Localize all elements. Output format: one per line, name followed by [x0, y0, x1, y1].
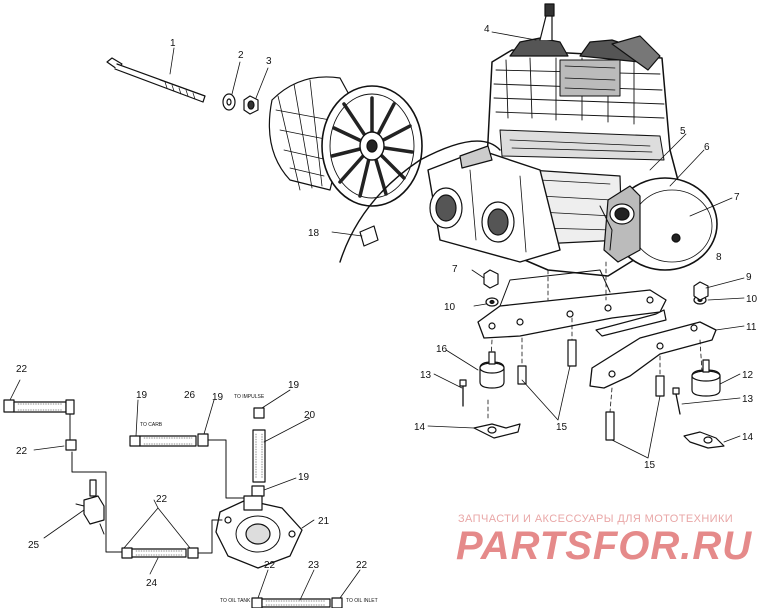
callout-9: 9 — [746, 272, 752, 283]
drive-clutch — [268, 76, 423, 207]
callout-12: 12 — [742, 370, 754, 381]
callout-19-a: 19 — [136, 390, 148, 401]
callout-10-right: 10 — [746, 294, 758, 305]
callout-10-left: 10 — [444, 302, 456, 313]
callout-11: 11 — [746, 322, 757, 333]
callout-25: 25 — [28, 540, 40, 551]
callout-3: 3 — [266, 56, 272, 67]
callout-22-a: 22 — [16, 364, 28, 375]
callout-22-c: 22 — [156, 494, 168, 505]
callout-7: 7 — [734, 192, 740, 203]
rear-mount-bracket — [589, 309, 717, 389]
callout-14-left: 14 — [414, 422, 426, 433]
callout-24: 24 — [146, 578, 158, 589]
callout-19-d: 19 — [298, 472, 310, 483]
oil-hoses — [3, 399, 343, 608]
callout-1: 1 — [170, 38, 176, 49]
callout-5: 5 — [680, 126, 686, 137]
callout-4: 4 — [484, 24, 490, 35]
washer — [222, 93, 236, 111]
assembly-guides — [487, 261, 703, 421]
label-to-carb: TO CARB — [140, 422, 163, 428]
callout-16: 16 — [436, 344, 448, 355]
callout-13-right: 13 — [742, 394, 754, 405]
throttle-cable — [339, 140, 501, 263]
callout-15-right: 15 — [644, 460, 656, 471]
callout-19-c: 19 — [288, 380, 300, 391]
engine-mount-hardware — [459, 269, 725, 449]
callout-22-d: 22 — [264, 560, 276, 571]
callout-21: 21 — [318, 516, 330, 527]
callout-7-nut: 7 — [452, 264, 458, 275]
clutch-bolt — [106, 57, 206, 103]
label-to-oil-tank: TO OIL TANK — [220, 598, 251, 604]
callout-15-left: 15 — [556, 422, 568, 433]
recoil-starter — [599, 177, 718, 271]
callout-19-b: 19 — [212, 392, 224, 403]
callout-14-right: 14 — [742, 432, 754, 443]
callout-20: 20 — [304, 410, 316, 421]
callout-18: 18 — [308, 228, 320, 239]
watermark-brand: PARTSFOR.RU — [456, 524, 753, 568]
callout-22-b: 22 — [16, 446, 28, 457]
callout-2: 2 — [238, 50, 244, 61]
callout-numbers: 1 2 3 4 5 6 7 7 8 9 10 10 11 12 13 13 14… — [16, 24, 758, 604]
nut — [243, 95, 259, 115]
leader-lines — [9, 31, 745, 601]
callout-22-e: 22 — [356, 560, 368, 571]
callout-13-left: 13 — [420, 370, 432, 381]
callout-26: 26 — [184, 390, 196, 401]
callout-8: 8 — [716, 252, 722, 263]
callout-6: 6 — [704, 142, 710, 153]
label-to-impulse: TO IMPULSE — [234, 394, 265, 400]
callout-23: 23 — [308, 560, 320, 571]
carburetor-manifold — [427, 145, 561, 263]
watermark-tagline: ЗАПЧАСТИ И АКСЕССУАРЫ ДЛЯ МОТОТЕХНИКИ — [458, 513, 734, 525]
label-to-oil-inlet: TO OIL INLET — [346, 598, 378, 604]
